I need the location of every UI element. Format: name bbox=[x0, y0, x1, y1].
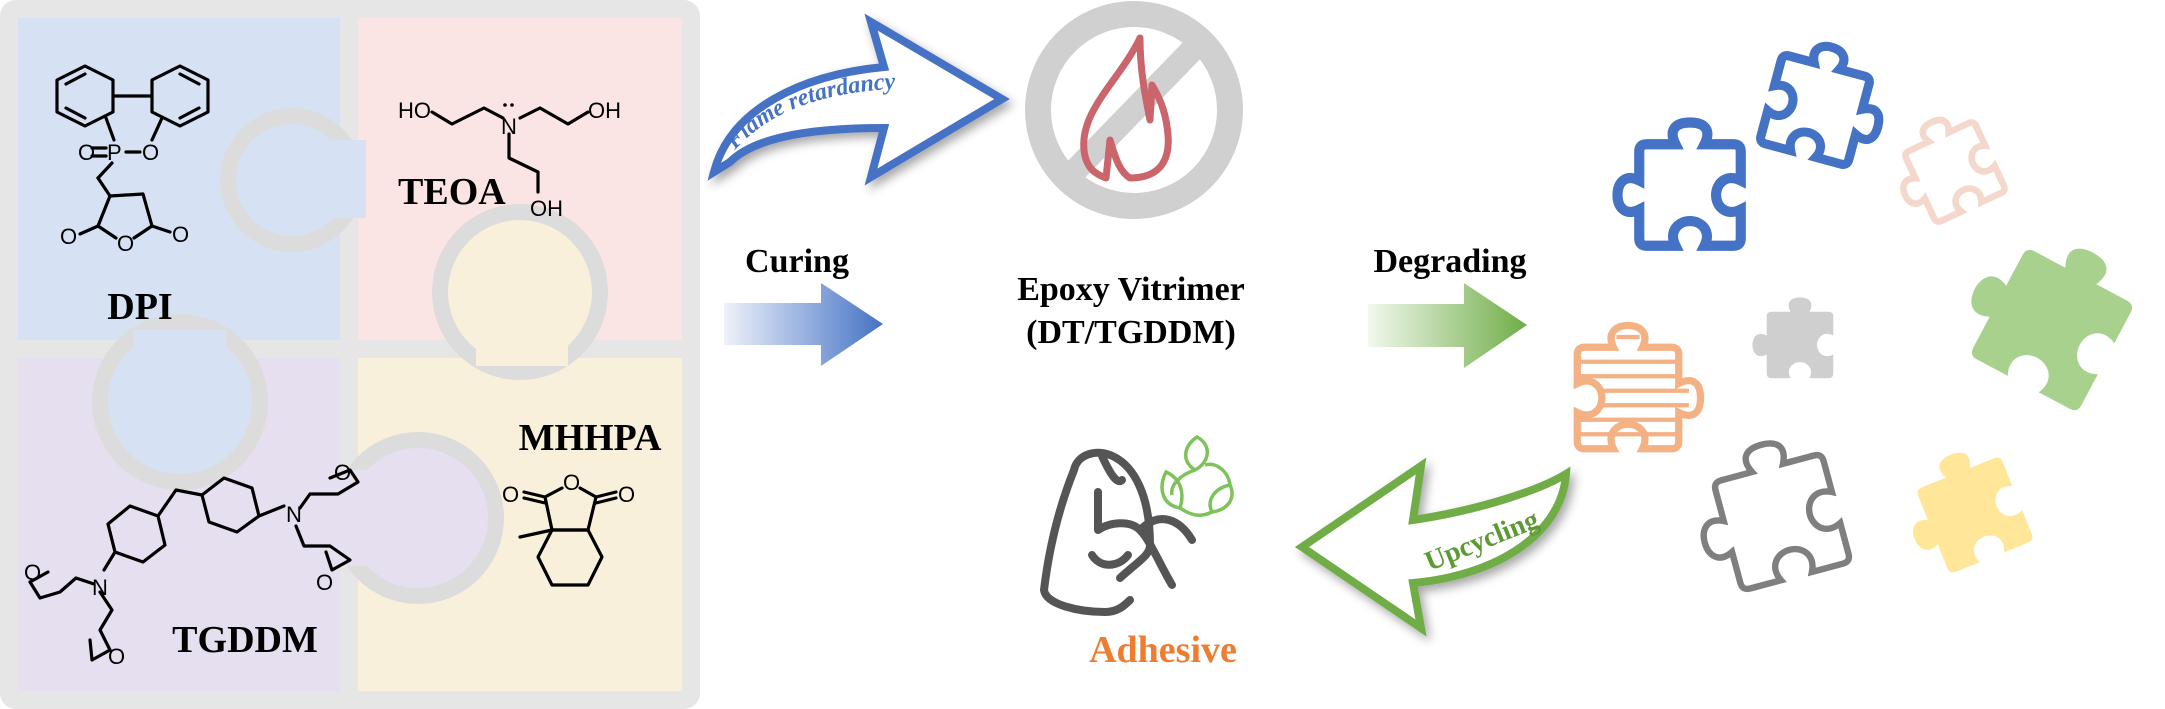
no-fire-icon bbox=[1025, 1, 1243, 219]
tgddm-structure: N N O O O O TGDDM bbox=[24, 460, 360, 669]
atom-o: O bbox=[24, 560, 41, 585]
atom-o: O bbox=[60, 224, 77, 249]
upcycling-arrow: Upcycling bbox=[1294, 457, 1571, 637]
component-puzzle-panel bbox=[0, 0, 700, 709]
atom-p: P bbox=[107, 140, 122, 165]
degrading-label: Degrading bbox=[1374, 243, 1527, 280]
puzzle-piece-orange-sketch bbox=[1577, 326, 1700, 449]
atom-oh: OH bbox=[530, 196, 563, 221]
curing-arrow bbox=[724, 283, 883, 366]
atom-oh: OH bbox=[588, 98, 621, 123]
atom-n: N bbox=[92, 575, 108, 600]
atom-ho: HO bbox=[398, 98, 431, 123]
recycle-leaves-icon bbox=[1160, 434, 1234, 517]
puzzle-piece-gray-outline bbox=[1684, 430, 1851, 597]
atom-o: O bbox=[334, 460, 351, 485]
atom-o: O bbox=[618, 482, 635, 507]
atom-o: O bbox=[172, 222, 189, 247]
mhhpa-structure: MHHPA O O O bbox=[502, 417, 662, 587]
atom-o: O bbox=[117, 231, 134, 256]
tgddm-label: TGDDM bbox=[172, 619, 318, 661]
puzzle-piece-green bbox=[1945, 211, 2148, 413]
product-code: (DT/TGDDM) bbox=[1026, 314, 1236, 351]
flame-retardancy-arrow: Flame retardancy bbox=[707, 13, 1010, 186]
atom-n: N bbox=[286, 502, 302, 527]
dpi-structure: O P O O O O DPI bbox=[55, 64, 210, 328]
teoa-label: TEOA bbox=[398, 171, 506, 213]
puzzle-piece-blue-outline bbox=[1759, 35, 1894, 170]
atom-o: O bbox=[502, 482, 519, 507]
atom-n: N bbox=[501, 114, 517, 139]
puzzle-piece-blue-outline bbox=[1618, 123, 1741, 246]
atom-o: O bbox=[563, 470, 580, 495]
atom-o: O bbox=[316, 570, 333, 595]
atom-o: O bbox=[78, 140, 95, 165]
curing-label: Curing bbox=[745, 243, 849, 280]
puzzle-piece-pink-outline bbox=[1882, 106, 2006, 230]
puzzle-piece-yellow bbox=[1890, 437, 2035, 582]
atom-o: O bbox=[108, 644, 125, 669]
strong-arm-icon bbox=[1040, 448, 1196, 616]
product-name: Epoxy Vitrimer bbox=[1017, 271, 1245, 308]
atom-o: O bbox=[142, 140, 159, 165]
degraded-puzzle-pieces bbox=[1577, 35, 2148, 597]
puzzle-piece-gray bbox=[1752, 297, 1834, 379]
adhesive-label: Adhesive bbox=[1089, 629, 1237, 671]
dpi-label: DPI bbox=[107, 286, 172, 328]
teoa-structure: HO N OH OH TEOA bbox=[398, 98, 621, 221]
mhhpa-label: MHHPA bbox=[519, 417, 662, 459]
degrading-arrow bbox=[1368, 283, 1527, 368]
